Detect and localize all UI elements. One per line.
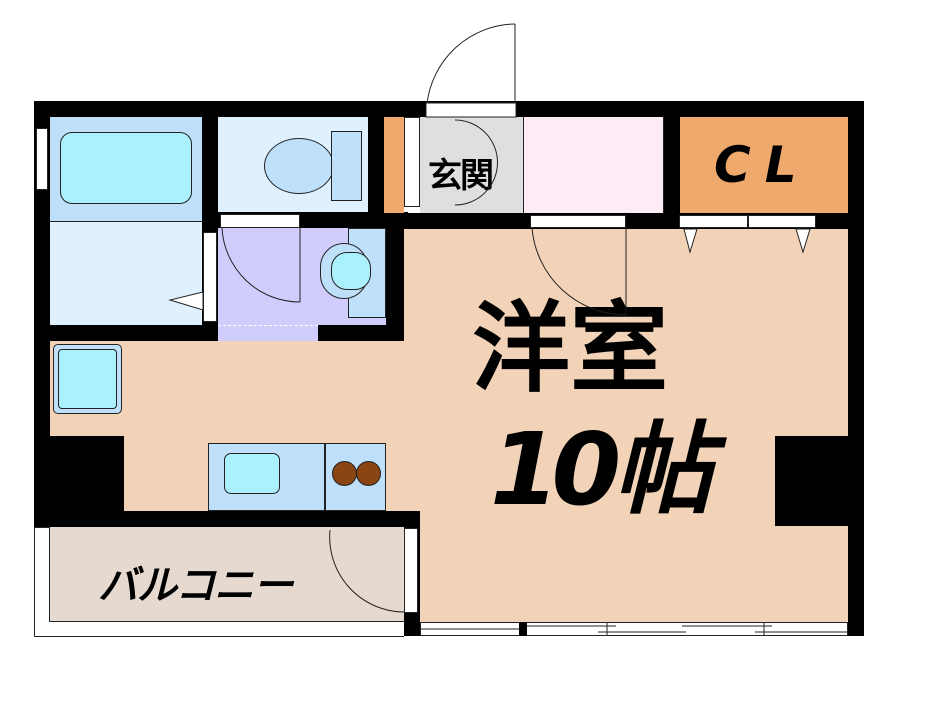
stove-burner-2 [356,461,381,486]
wall-lav-bottom [318,325,404,342]
refrigerator [58,349,117,409]
entrance-label: 玄関 [428,156,494,196]
genkan-door-frame [404,117,420,207]
wall-hall-right [664,117,680,229]
balcony-door-frame [404,528,418,613]
toilet-bowl [264,138,334,194]
toilet-tank [331,131,362,201]
washroom [50,222,202,325]
stove-burner-1 [332,461,357,486]
balcony-label: バルコニー [98,563,293,609]
western-room-size: 10帖 [490,411,713,528]
kitchen-sink [224,453,280,494]
balcony [49,527,404,622]
shoe-cabinet [384,117,404,213]
wall-left [34,101,50,526]
room-door-frame [530,215,626,228]
closet [680,117,848,213]
closet-label: CL [714,136,811,194]
hall [524,117,664,213]
window-left [36,128,48,190]
wall-toilet-right [368,117,384,228]
toilet-door-frame [220,214,300,228]
wall-balcony-top [34,511,420,527]
washbasin-bowl [331,252,371,290]
western-room-label: 洋室 [472,292,669,406]
wall-lav-right [386,212,404,342]
closet-door-right [748,215,816,228]
window-mullion [519,622,527,636]
pillar-right [775,436,864,526]
entrance [420,117,524,213]
wall-bath-bottom [34,325,220,341]
bathtub [60,132,192,204]
counter-divider [324,443,326,511]
washroom-door-frame [203,232,217,322]
closet-door-left [679,215,748,228]
